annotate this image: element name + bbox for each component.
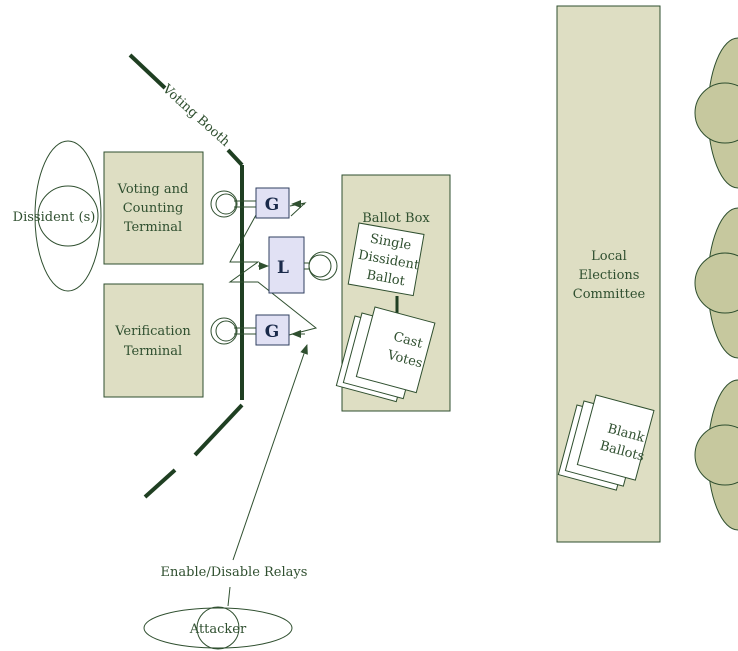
relay-g-bottom <box>210 314 290 346</box>
dissident-label: Dissident (s) <box>13 210 96 225</box>
voting-booth-label: Voting Booth <box>159 81 233 150</box>
single-dissident-ballot <box>347 222 425 297</box>
committee-line-2: Elections <box>579 268 640 283</box>
signal-zigzag <box>228 214 318 344</box>
single-ballot-line-3: Ballot <box>365 268 406 290</box>
relay-l <box>268 236 338 294</box>
committee-line-3: Committee <box>573 287 646 302</box>
ballot-box-label: Ballot Box <box>362 211 430 226</box>
attacker-figure <box>143 606 293 650</box>
relays-caption: Enable/Disable Relays <box>161 565 308 580</box>
dissident-figure <box>34 140 102 292</box>
relay-l-label: L <box>277 258 289 278</box>
verification-terminal-line-2: Terminal <box>124 344 182 359</box>
voting-terminal-line-3: Terminal <box>124 220 182 235</box>
voting-counting-terminal <box>103 151 204 265</box>
blank-ballots-stack <box>557 394 655 491</box>
voting-terminal-line-1: Voting and <box>117 182 189 197</box>
voting-terminal-line-2: Counting <box>123 201 184 216</box>
committee-member-3 <box>694 379 738 531</box>
attacker-connector <box>227 586 231 607</box>
cast-votes-stack <box>335 306 436 403</box>
relay-g-bottom-label: G <box>265 322 280 342</box>
single-ballot-line-1: Single <box>369 232 413 254</box>
committee-line-1: Local <box>591 249 627 264</box>
verification-terminal-line-1: Verification <box>114 324 191 339</box>
committee-member-1 <box>694 37 738 189</box>
relay-g-top <box>210 187 290 219</box>
attacker-label: Attacker <box>189 622 247 637</box>
signal-zigzag-top <box>289 202 307 217</box>
verification-terminal <box>103 283 204 398</box>
relay-g-top-label: G <box>265 195 280 215</box>
committee-member-2 <box>694 207 738 359</box>
attacker-arrow <box>232 344 308 561</box>
voting-booth-boundary <box>128 53 244 499</box>
